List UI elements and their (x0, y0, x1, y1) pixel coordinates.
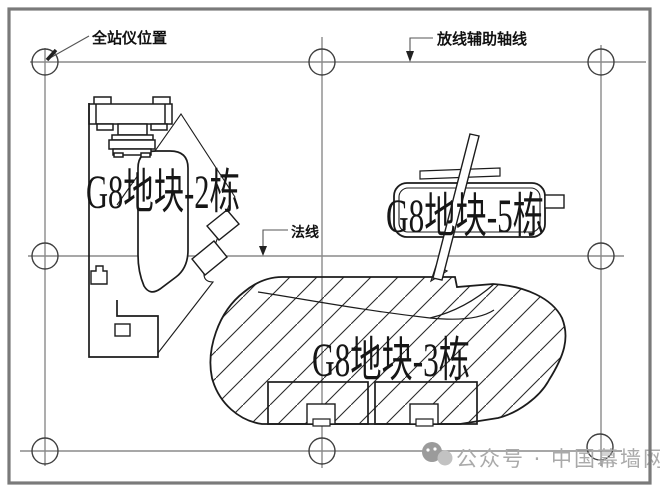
watermark: 公众号 · 中国幕墙网 (422, 442, 660, 471)
building-5-outline (393, 182, 546, 238)
building-5-group (393, 133, 565, 281)
instrument-foot (140, 152, 151, 158)
building-5-inner-outline (398, 187, 541, 233)
leader-arrow (259, 246, 267, 256)
aux-axis-label: 放线辅助轴线 (436, 30, 527, 48)
instrument-plate (112, 148, 152, 156)
leader-arrow (406, 51, 414, 62)
axis-circle (587, 48, 615, 76)
instrument-bar (88, 103, 173, 125)
building-3-label: G8地块-3栋 (312, 334, 470, 387)
instrument-bottom-tab (150, 123, 168, 131)
tilted-block (205, 209, 241, 241)
axis-circle (31, 48, 59, 76)
building-3-inner-curve (257, 291, 495, 320)
annotation-aux-axis: 放线辅助轴线 (406, 30, 527, 62)
building-5-label: G8地块-5栋 (386, 190, 544, 243)
annex-inner-tab (312, 418, 331, 427)
small-house-shape (90, 265, 108, 285)
axis-circle (31, 437, 59, 465)
building-2-group (88, 96, 241, 358)
instrument-base (108, 139, 156, 150)
wechat-public-account-icon (422, 442, 453, 466)
tilted-block (191, 240, 228, 276)
building-5-side-tab (544, 194, 565, 209)
hatched-building-3 (209, 265, 567, 427)
grid-circles (31, 48, 615, 465)
leader-line (262, 229, 288, 250)
instrument-foot (113, 152, 124, 158)
wechat-bubble-eye (426, 448, 430, 452)
annotation-total-station: 全站仪位置 (45, 29, 167, 62)
axis-circle (308, 48, 336, 76)
building-2-tower (137, 150, 189, 293)
flag-pole (432, 133, 480, 281)
annex-inner-tab (415, 418, 434, 427)
wechat-bubble-small (437, 450, 453, 466)
small-inner-rect (114, 323, 131, 337)
axis-circle (587, 242, 615, 270)
total-station-label: 全站仪位置 (91, 29, 167, 47)
building-2-outline (88, 103, 159, 358)
leader-line (409, 37, 433, 56)
building-3-inner-curve (429, 283, 495, 319)
frame-border (7, 7, 652, 485)
normal-line-label: 法线 (291, 224, 319, 241)
building-2-label: G8地块-2栋 (86, 166, 240, 219)
annotation-normal-line: 法线 (259, 224, 319, 256)
axis-circle (586, 433, 614, 461)
wechat-bubble-large (422, 442, 442, 462)
instrument-neck (117, 123, 148, 136)
grid-axes (20, 37, 646, 468)
total-station-symbol (88, 96, 173, 158)
axis-circle (31, 242, 59, 270)
leader-arrow (45, 48, 58, 62)
watermark-text: 公众号 · 中国幕墙网 (456, 447, 660, 471)
axis-circle (308, 437, 336, 465)
leader-line (49, 35, 90, 59)
instrument-bottom-tab (96, 123, 114, 131)
wechat-bubble-eye (433, 447, 437, 451)
